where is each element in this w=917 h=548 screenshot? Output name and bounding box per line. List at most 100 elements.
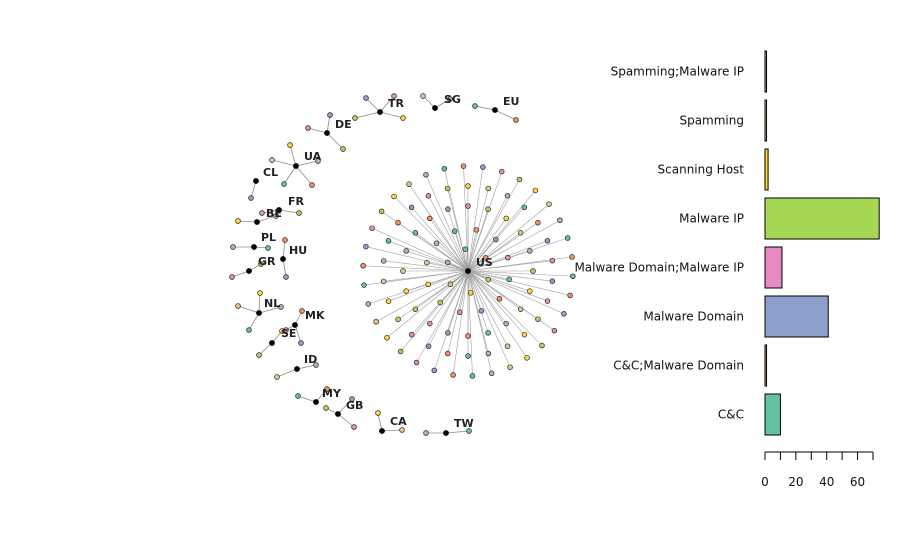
leaf-node-us [445, 330, 451, 336]
edge-gb [337, 398, 353, 415]
leaf-node-us [385, 238, 392, 244]
edge-us [467, 195, 508, 272]
leaf-node-sg [447, 96, 453, 102]
leaf-node-us [424, 259, 430, 266]
leaf-node-us [406, 181, 412, 187]
leaf-node-us [385, 298, 392, 304]
leaf-node-ca [375, 410, 381, 416]
leaf-node-mk [299, 308, 305, 314]
leaf-node-us [444, 350, 451, 357]
edge-us [467, 167, 484, 272]
leaf-node-us [517, 230, 524, 236]
leaf-node-us [413, 359, 420, 366]
edge-us [467, 270, 530, 292]
leaf-node-be [235, 218, 241, 224]
leaf-node-us [485, 185, 492, 192]
leaf-node-us [549, 257, 556, 264]
leaf-node-us [505, 254, 511, 261]
country-node-gb [335, 411, 341, 417]
country-label-tw: TW [454, 417, 474, 430]
leaf-node-us [504, 192, 511, 199]
edge-us [467, 270, 489, 354]
edge-us [375, 270, 469, 323]
edge-hu [282, 258, 287, 278]
country-node-my [313, 399, 319, 405]
leaf-node-us [549, 278, 556, 284]
leaf-node-us [395, 220, 401, 226]
country-label-be: BE [266, 207, 282, 220]
leaf-node-pl [265, 245, 271, 251]
edge-eu [494, 109, 517, 121]
country-node-tw [443, 430, 449, 436]
edge-us [467, 179, 520, 272]
edge-us [467, 270, 525, 335]
edge-us [467, 260, 553, 272]
leaf-node-us [535, 219, 541, 226]
leaf-node-ua [269, 157, 275, 163]
edge-us [467, 270, 473, 376]
edge-fr [278, 209, 300, 214]
leaf-node-us [473, 227, 480, 233]
edge-us [450, 270, 469, 285]
country-label-cl: CL [263, 166, 278, 179]
leaf-node-us [485, 276, 492, 283]
edge-ua [283, 165, 297, 185]
edge-us [397, 270, 469, 320]
country-node-mk [292, 322, 298, 328]
leaf-node-us [482, 254, 489, 261]
category-label-2: Scanning Host [658, 163, 745, 177]
country-node-fr [276, 207, 282, 213]
country-node-cl [253, 178, 259, 184]
country-label-se: SE [281, 327, 296, 340]
edge-us [467, 219, 561, 272]
leaf-node-us [384, 335, 390, 341]
leaf-node-cl [248, 195, 254, 201]
leaf-node-us [503, 215, 509, 222]
edge-eu [474, 105, 496, 111]
leaf-node-ua [315, 158, 321, 164]
edge-us [411, 207, 469, 272]
leaf-node-de [340, 146, 346, 152]
edge-us [425, 174, 469, 272]
leaf-node-us [365, 301, 372, 307]
leaf-node-us [408, 204, 415, 211]
leaf-node-us [444, 185, 451, 192]
edge-us [383, 260, 469, 272]
country-label-ua: UA [304, 150, 322, 163]
leaf-node-us [425, 193, 432, 199]
leaf-node-us [530, 268, 536, 274]
leaf-node-us [469, 373, 476, 379]
leaf-node-us [425, 343, 432, 350]
leaf-node-my [295, 393, 301, 399]
edge-gr [231, 270, 250, 278]
edge-de [326, 132, 344, 150]
edge-us [467, 203, 550, 272]
leaf-node-ca [399, 427, 405, 433]
leaf-node-hu [282, 237, 288, 243]
edge-us [428, 270, 469, 285]
leaf-node-us [441, 165, 448, 172]
leaf-node-se [256, 352, 262, 358]
edge-us [467, 190, 536, 272]
leaf-node-us [465, 203, 471, 209]
edge-us [397, 222, 469, 272]
edge-us [463, 166, 469, 272]
edge-us [467, 270, 500, 300]
edge-hu [282, 239, 286, 260]
edge-us [406, 250, 469, 272]
leaf-node-us [462, 246, 469, 252]
category-label-5: Malware Domain [643, 310, 744, 324]
edge-us [459, 270, 469, 313]
country-node-pl [251, 244, 257, 250]
edge-us [464, 249, 469, 272]
leaf-node-us [460, 163, 467, 169]
leaf-node-us [504, 343, 511, 349]
country-node-be [254, 219, 260, 225]
country-node-gr [246, 268, 252, 274]
leaf-node-tr [352, 115, 358, 121]
leaf-node-hu [283, 274, 289, 280]
leaf-node-us [445, 206, 451, 212]
bar-0 [764, 50, 768, 93]
